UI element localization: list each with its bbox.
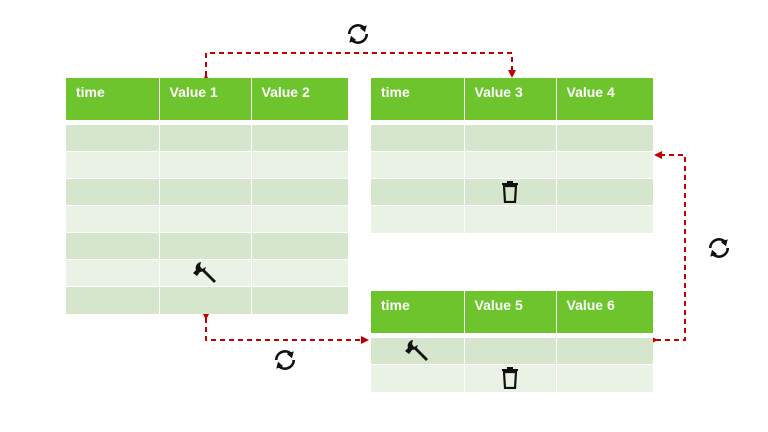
table-row bbox=[371, 124, 653, 152]
table-row bbox=[66, 151, 348, 179]
trash-icon bbox=[502, 367, 518, 390]
table-row bbox=[371, 178, 653, 206]
column-header: time bbox=[371, 291, 465, 333]
sync-icon bbox=[708, 238, 730, 258]
table-a: time Value 1 Value 2 bbox=[66, 78, 348, 314]
table-row bbox=[371, 151, 653, 179]
column-header: time bbox=[371, 78, 465, 120]
column-header: Value 3 bbox=[464, 78, 557, 120]
column-header: Value 6 bbox=[556, 291, 653, 333]
column-header: time bbox=[66, 78, 160, 120]
table-row bbox=[66, 124, 348, 152]
sync-icon bbox=[347, 24, 369, 44]
table-row bbox=[66, 259, 348, 287]
connector-a-c bbox=[202, 312, 369, 344]
table-c: time Value 5 Value 6 bbox=[371, 291, 653, 392]
table-row bbox=[66, 232, 348, 260]
table-b: time Value 3 Value 4 bbox=[371, 78, 653, 233]
column-header: Value 4 bbox=[556, 78, 653, 120]
trash-icon bbox=[502, 181, 518, 203]
table-row bbox=[371, 364, 653, 392]
connector-c-b bbox=[650, 151, 686, 344]
column-header: Value 1 bbox=[159, 78, 252, 120]
wrench-icon bbox=[405, 340, 429, 361]
table-row bbox=[66, 286, 348, 314]
table-row bbox=[66, 205, 348, 233]
column-header: Value 2 bbox=[251, 78, 348, 120]
column-header: Value 5 bbox=[464, 291, 557, 333]
table-row bbox=[371, 205, 653, 233]
connector-a-b bbox=[202, 52, 516, 82]
sync-icon bbox=[274, 350, 296, 370]
table-row bbox=[66, 178, 348, 206]
wrench-icon bbox=[193, 262, 216, 283]
table-row bbox=[371, 337, 653, 365]
